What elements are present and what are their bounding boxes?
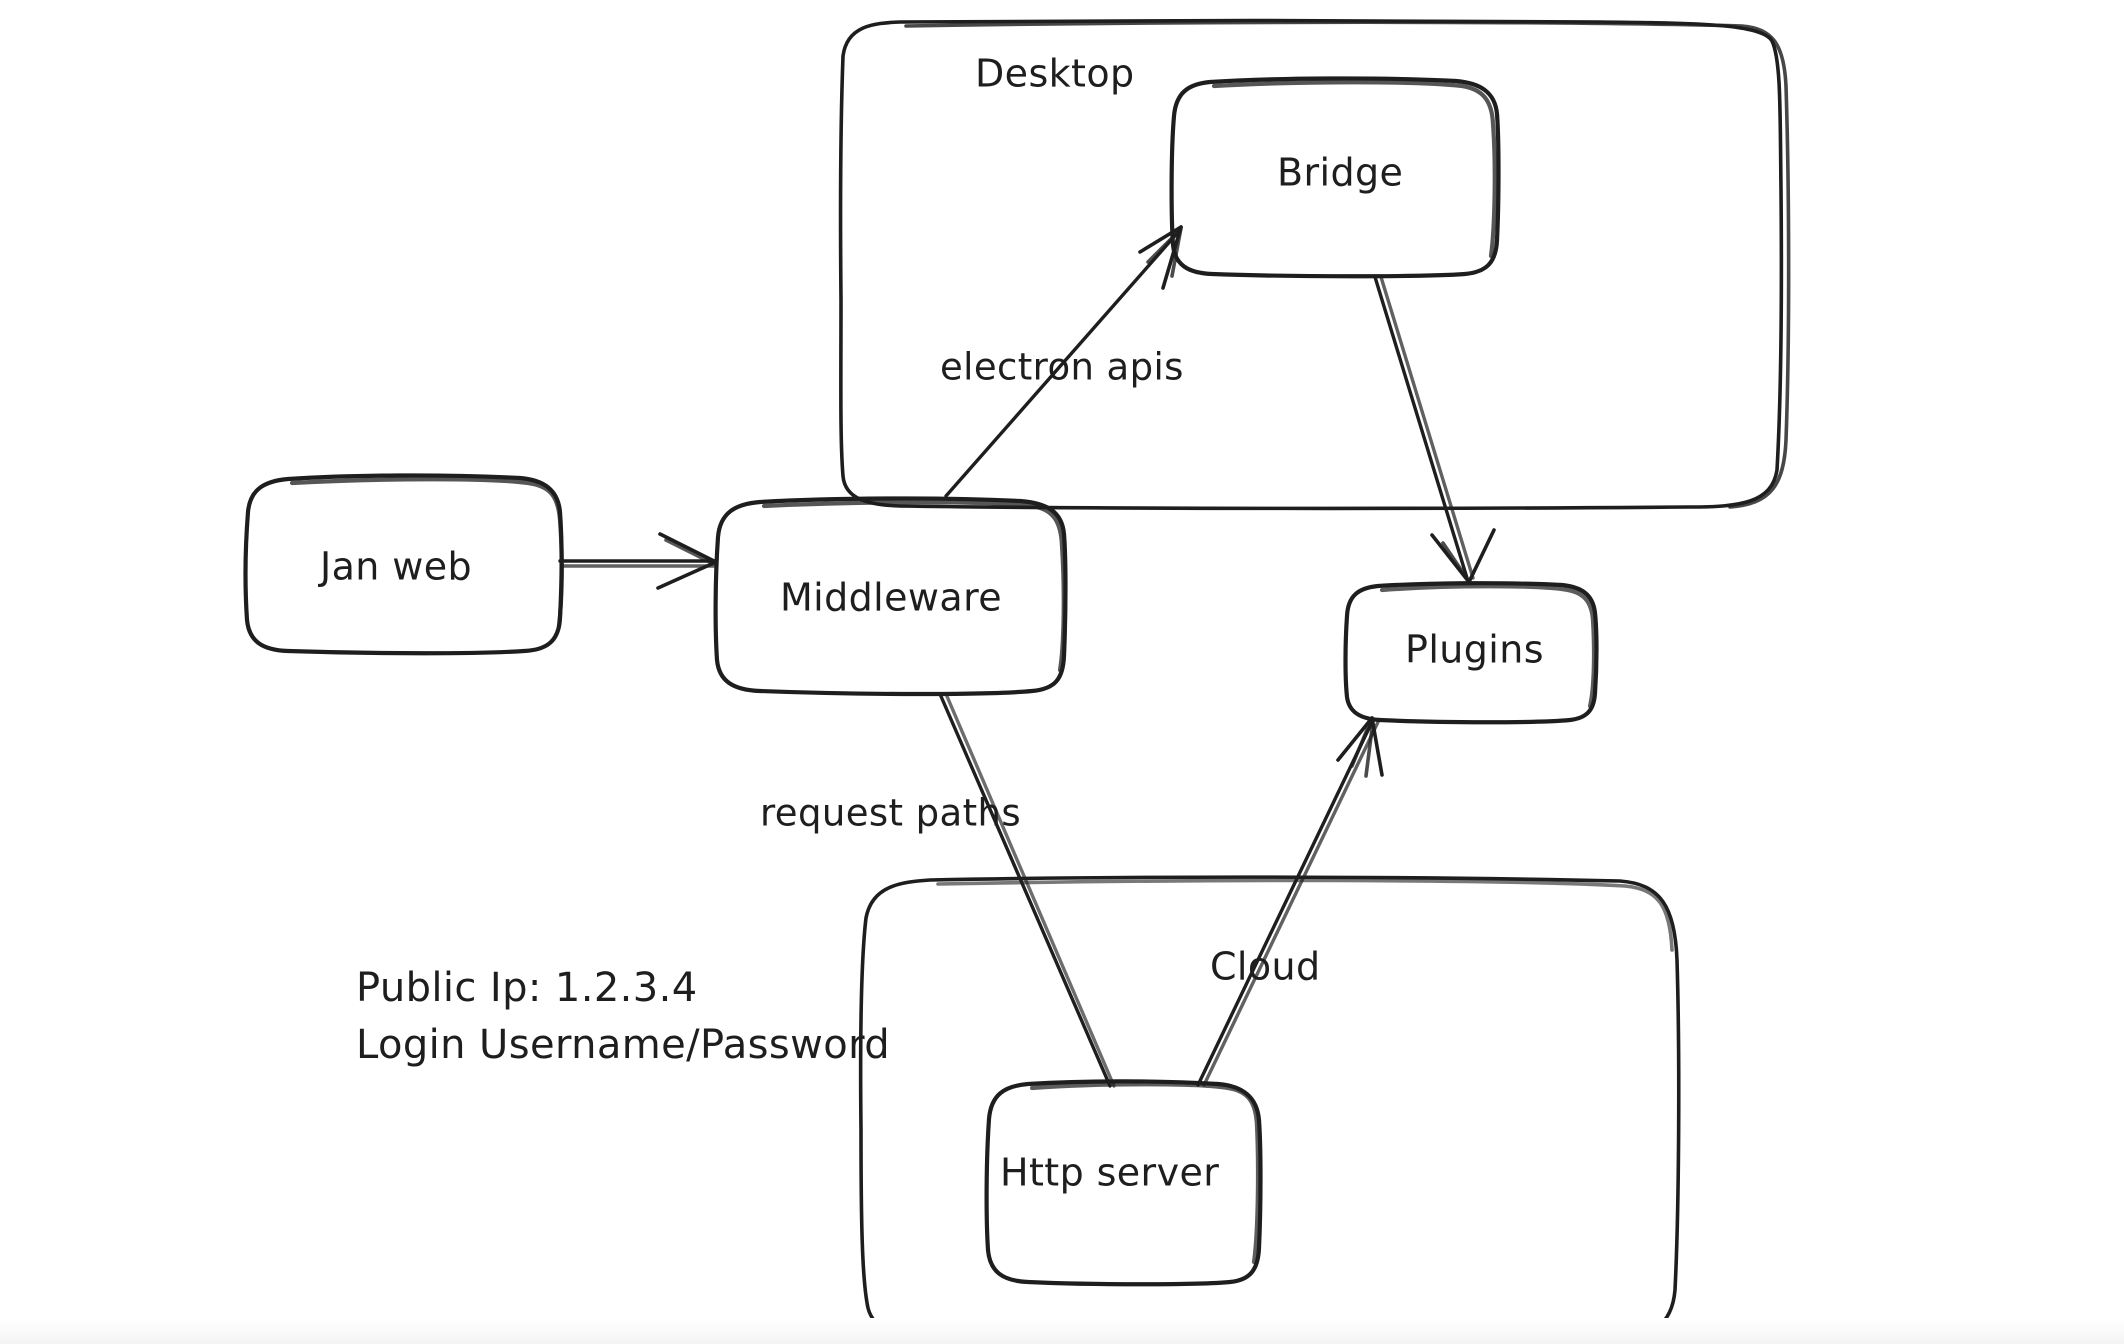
container-desktop-label: Desktop	[975, 52, 1135, 96]
bottom-edge-strip	[0, 1318, 2124, 1344]
edge-label-request-paths: request paths	[760, 792, 1021, 835]
note-credentials: Public Ip: 1.2.3.4 Login Username/Passwo…	[356, 965, 890, 1068]
node-http-server[interactable]: Http server	[984, 1079, 1263, 1287]
container-desktop[interactable]: Desktop	[838, 18, 1791, 511]
note-login: Login Username/Password	[356, 1022, 890, 1068]
node-http-server-label: Http server	[1000, 1151, 1219, 1195]
container-cloud-label: Cloud	[1210, 945, 1321, 989]
edge-jan-web-to-middleware[interactable]	[558, 532, 718, 590]
note-public-ip: Public Ip: 1.2.3.4	[356, 965, 698, 1011]
edge-middleware-to-bridge[interactable]: electron apis	[940, 225, 1184, 498]
node-bridge-label: Bridge	[1277, 151, 1403, 195]
edge-label-electron-apis: electron apis	[940, 346, 1184, 389]
node-middleware[interactable]: Middleware	[713, 496, 1068, 697]
node-jan-web-label: Jan web	[318, 545, 472, 589]
node-jan-web[interactable]: Jan web	[243, 473, 564, 656]
node-middleware-label: Middleware	[780, 576, 1002, 620]
node-bridge[interactable]: Bridge	[1169, 76, 1501, 279]
node-plugins-label: Plugins	[1405, 628, 1544, 672]
node-plugins[interactable]: Plugins	[1343, 581, 1599, 725]
edge-bridge-to-plugins[interactable]	[1373, 275, 1496, 584]
edge-http-server-to-plugins[interactable]	[1196, 716, 1384, 1087]
edge-http-server-to-middleware[interactable]: request paths	[760, 692, 1116, 1088]
